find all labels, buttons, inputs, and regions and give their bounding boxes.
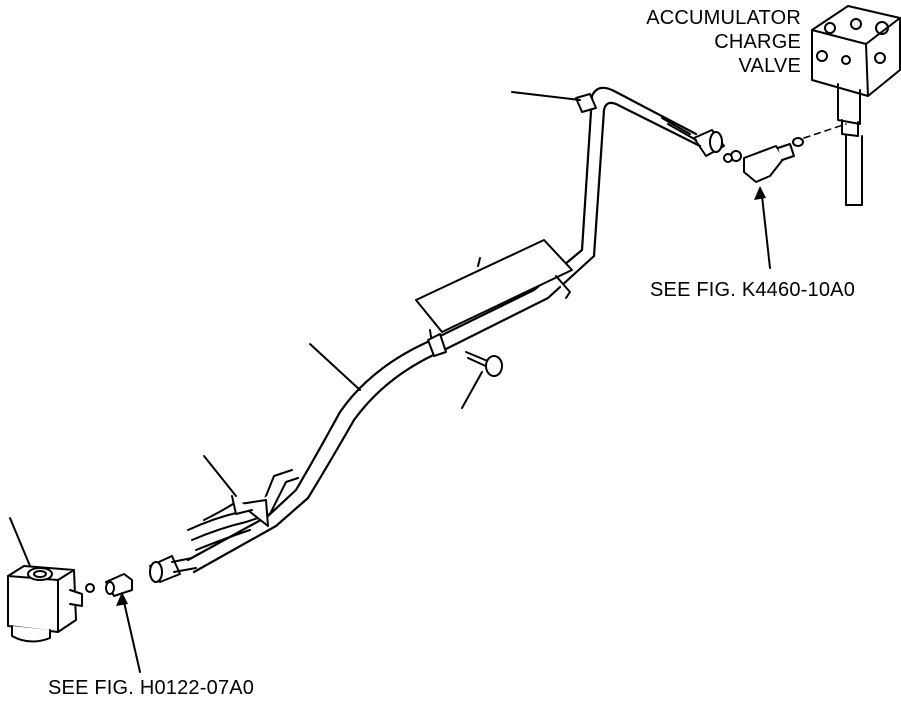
accumulator-label-line3: VALVE bbox=[738, 55, 801, 77]
tube-nut-upper bbox=[661, 117, 725, 157]
valve-dashed-leader bbox=[803, 123, 847, 139]
accumulator-label-line1: ACCUMULATOR bbox=[646, 7, 801, 29]
tube-clamp-upper bbox=[575, 93, 597, 113]
accumulator-label-line2: CHARGE bbox=[714, 31, 801, 53]
main-tube bbox=[186, 86, 702, 574]
wiring-harness bbox=[187, 469, 299, 551]
o-ring-small-right bbox=[792, 137, 804, 147]
solenoid-coil bbox=[7, 565, 83, 643]
see-fig-bottom-label: SEE FIG. H0122-07A0 bbox=[48, 677, 255, 699]
tube-nut-lower bbox=[149, 555, 197, 583]
bolt bbox=[465, 351, 503, 377]
o-ring-small-left bbox=[85, 583, 95, 593]
elbow-fitting-right bbox=[723, 143, 795, 183]
connector-fitting-lower bbox=[105, 573, 133, 597]
arrowheads bbox=[116, 186, 766, 606]
see-fig-right-label: SEE FIG. K4460-10A0 bbox=[650, 279, 856, 301]
accumulator-valve-block bbox=[811, 5, 901, 206]
leader-lines bbox=[9, 91, 771, 673]
tube-clamp-mid bbox=[427, 333, 447, 357]
